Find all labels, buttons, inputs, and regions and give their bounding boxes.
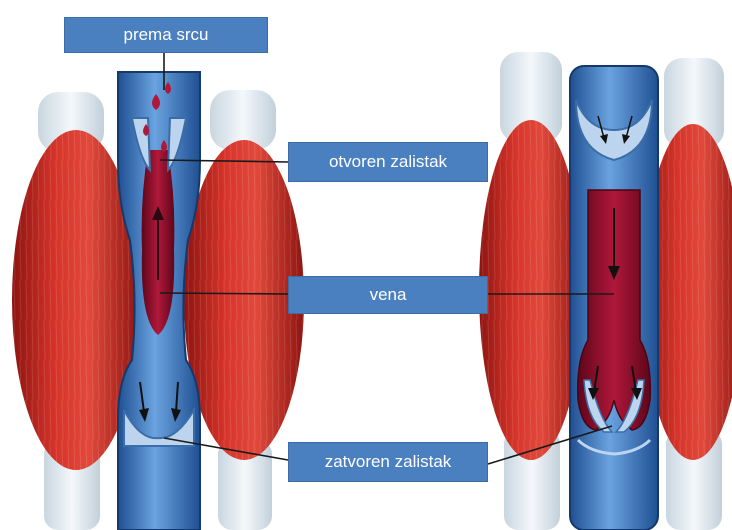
label-open-valve: otvoren zalistak xyxy=(288,142,488,182)
label-vein: vena xyxy=(288,276,488,314)
left-scene xyxy=(12,72,304,530)
label-closed-valve: zatvoren zalistak xyxy=(288,442,488,482)
label-open-valve-text: otvoren zalistak xyxy=(329,152,447,172)
right-scene xyxy=(479,52,732,530)
leader-line-vein-left xyxy=(160,293,288,294)
label-closed-valve-text: zatvoren zalistak xyxy=(325,452,452,472)
label-toward-heart: prema srcu xyxy=(64,17,268,53)
label-vein-text: vena xyxy=(370,285,407,305)
label-toward-heart-text: prema srcu xyxy=(123,25,208,45)
